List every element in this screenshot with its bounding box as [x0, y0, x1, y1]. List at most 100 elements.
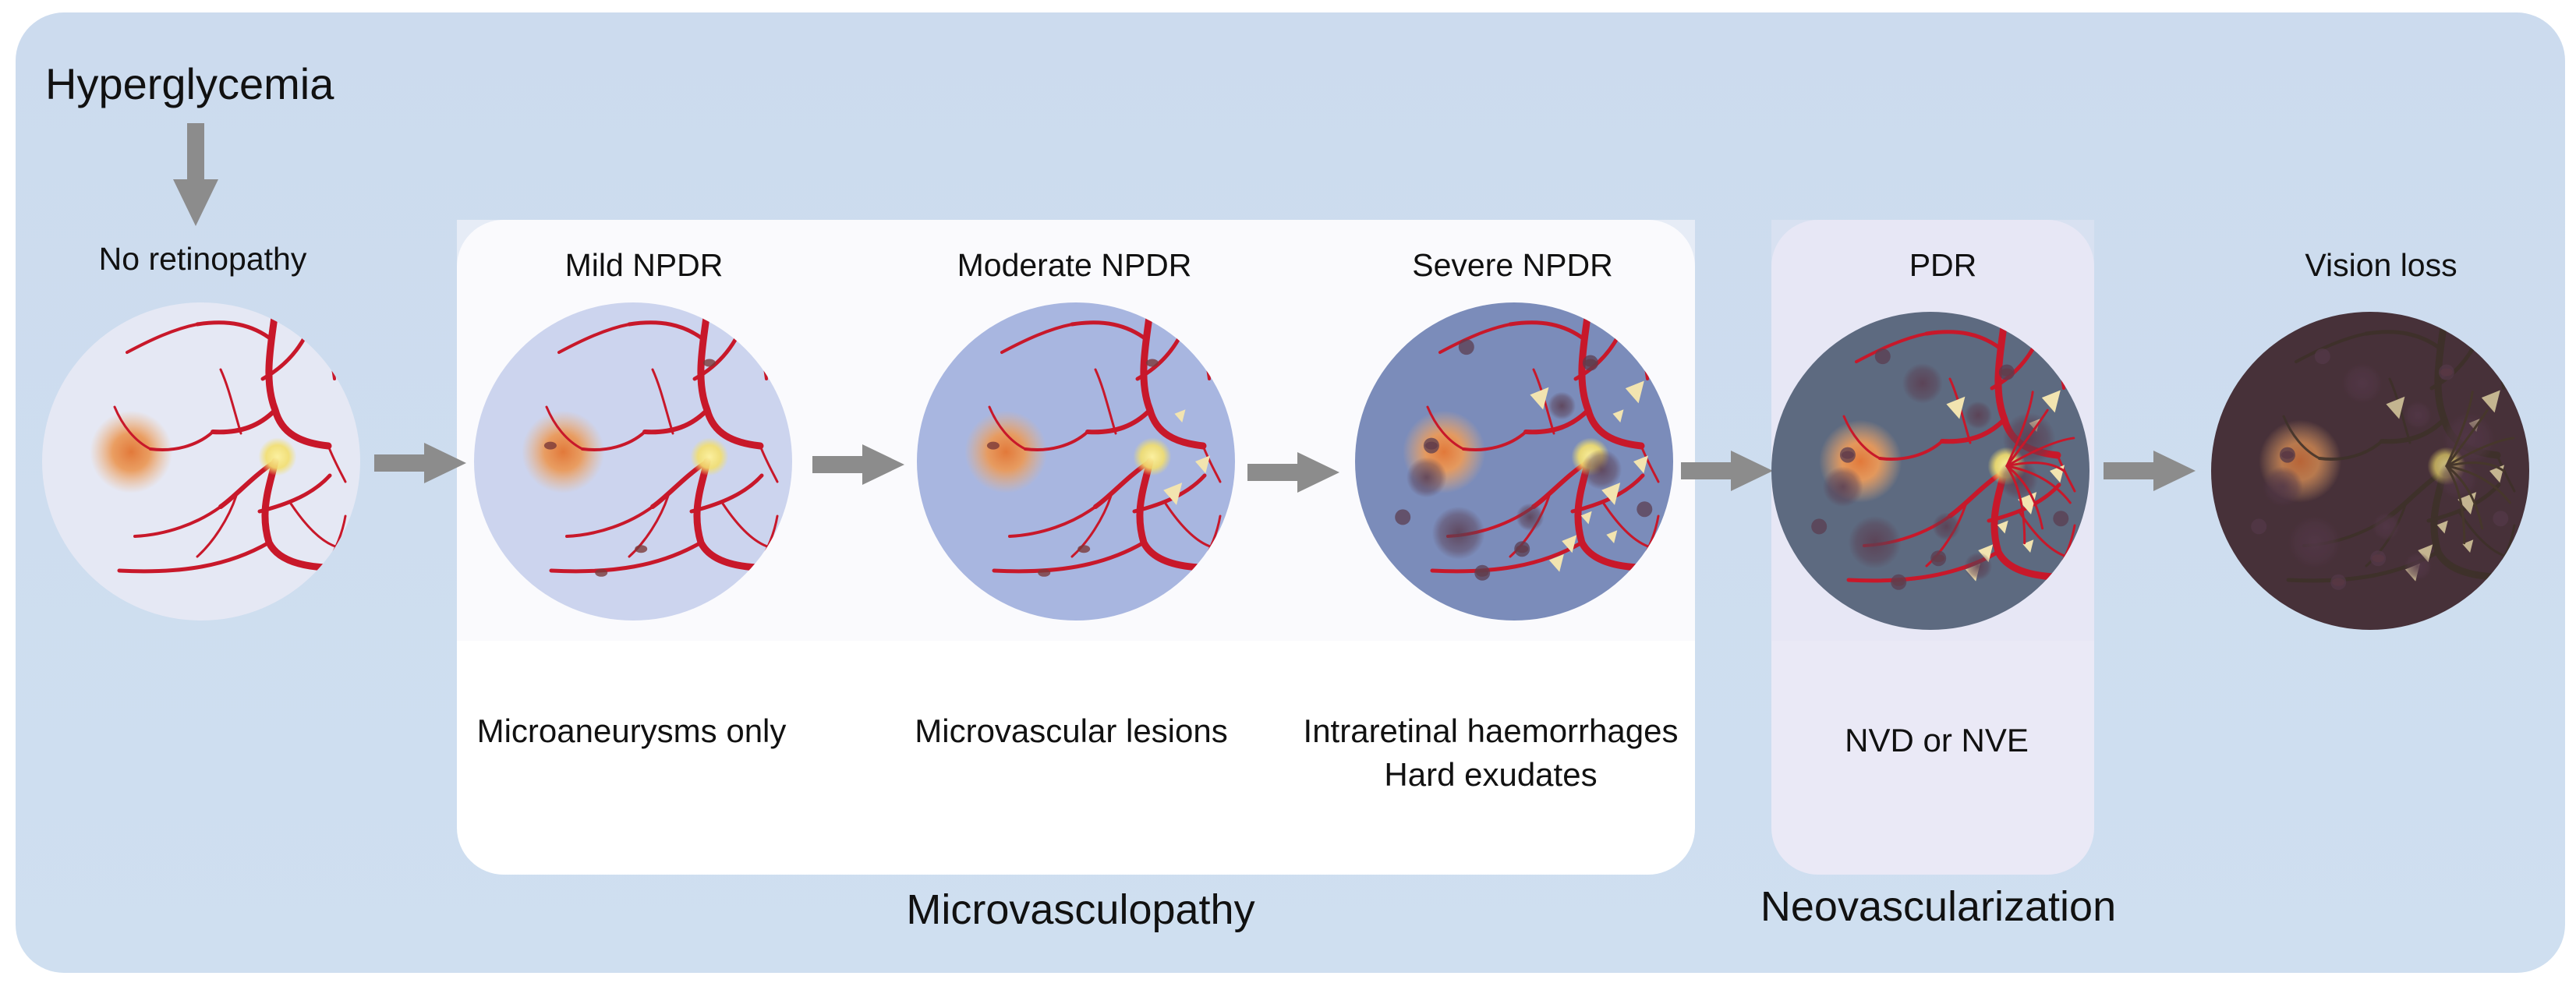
stage-label-severe-npdr: Severe NPDR [1412, 247, 1613, 283]
haemorrhage [1964, 552, 1993, 581]
fundus-disc [917, 302, 1235, 621]
hard-exudate [2041, 390, 2061, 413]
blot-haemorrhage [2370, 550, 2387, 567]
haemorrhage [2372, 512, 2401, 541]
haemorrhage [1848, 515, 1902, 569]
hard-exudate [1530, 387, 1549, 410]
blot-haemorrhage [1582, 355, 1598, 371]
fundus-pdr [1771, 312, 2089, 630]
desc-mild-npdr: Microaneurysms only [477, 709, 787, 753]
haemorrhage [1431, 506, 1485, 560]
optic-disc [258, 437, 297, 476]
new-vessels [2005, 391, 2075, 545]
haemorrhage [2262, 466, 2303, 507]
hard-exudate [1195, 455, 1210, 474]
fundus-mild [474, 302, 792, 621]
haemorrhage [1548, 391, 1576, 420]
blot-haemorrhage [1998, 364, 2015, 380]
blot-haemorrhage [1474, 564, 1491, 581]
desc-severe-npdr: Intraretinal haemorrhages Hard exudates [1304, 709, 1679, 797]
haemorrhage [1964, 401, 1993, 430]
desc-moderate-npdr: Microvascular lesions [915, 709, 1227, 753]
hard-exudate [1625, 380, 1644, 404]
blot-haemorrhage [2314, 348, 2330, 365]
microaneurysm [595, 568, 608, 577]
desc-moderate-line-1: Microvascular lesions [915, 712, 1228, 749]
microaneurysm [1077, 545, 1091, 553]
fundus-disc [42, 302, 360, 621]
blot-haemorrhage [1839, 447, 1856, 463]
group-label-microvasculopathy: Microvasculopathy [906, 886, 1255, 933]
microaneurysm [702, 359, 716, 367]
fundus-disc [1355, 302, 1673, 621]
hard-exudate [1606, 530, 1618, 544]
hard-exudate [1163, 483, 1183, 505]
hard-exudate [1562, 535, 1577, 553]
blot-haemorrhage [1423, 437, 1439, 454]
haemorrhage [2404, 552, 2433, 581]
blot-haemorrhage [2251, 518, 2267, 535]
stage-label-vision-loss: Vision loss [2305, 247, 2457, 283]
fundus-none [42, 302, 360, 621]
optic-disc [690, 437, 729, 476]
microaneurysm [1038, 568, 1051, 577]
blot-haemorrhage [2053, 511, 2069, 527]
blot-haemorrhage [2493, 511, 2509, 527]
haemorrhage [1902, 362, 1943, 404]
blot-haemorrhage [1811, 518, 1828, 535]
blot-haemorrhage [1930, 550, 1947, 567]
haemorrhage [2341, 362, 2383, 404]
microaneurysm [635, 545, 648, 553]
arrow-stage-3 [1247, 452, 1339, 493]
optic-disc [1133, 437, 1172, 476]
fundus-disc [1771, 312, 2089, 630]
fundus-severe [1355, 302, 1673, 621]
hyperglycemia-label: Hyperglycemia [45, 59, 334, 108]
desc-pdr-line-1: NVD or NVE [1845, 722, 2029, 758]
stage-label-no-retinopathy: No retinopathy [98, 241, 307, 277]
hard-exudate [1548, 553, 1564, 572]
blot-haemorrhage [1874, 348, 1891, 365]
microaneurysm [986, 441, 1000, 450]
blot-haemorrhage [2330, 574, 2347, 590]
blot-haemorrhage [1891, 574, 1907, 590]
desc-severe-line-2: Hard exudates [1384, 756, 1598, 793]
fundus-disc [474, 302, 792, 621]
desc-pdr: NVD or NVE [1845, 719, 2029, 762]
vision-loss-overlay [2211, 312, 2529, 630]
arrow-stage-4 [1681, 451, 1773, 491]
hard-exudate [1612, 409, 1624, 423]
blot-haemorrhage [1514, 541, 1530, 557]
arrow-hyperglycemia-down [173, 123, 218, 226]
stage-label-pdr: PDR [1909, 247, 1977, 283]
blot-haemorrhage [1395, 509, 1411, 525]
hard-exudate [1997, 520, 2008, 534]
blot-haemorrhage [2438, 364, 2454, 380]
macula [522, 410, 605, 493]
hard-exudate [2386, 396, 2405, 419]
haemorrhage [1932, 512, 1961, 541]
fundus-loss [2211, 312, 2529, 630]
macula [90, 410, 173, 493]
desc-mild-line-1: Microaneurysms only [476, 712, 787, 749]
haemorrhage [1581, 449, 1622, 490]
hard-exudate [1580, 511, 1592, 525]
group-label-neovascularization: Neovascularization [1760, 883, 2117, 930]
new-vessels [2445, 391, 2515, 545]
blot-haemorrhage [2279, 447, 2295, 463]
hard-exudate [2436, 520, 2448, 534]
arrow-stage-5 [2104, 451, 2196, 491]
hard-exudate [1633, 455, 1648, 474]
desc-severe-line-1: Intraretinal haemorrhages [1303, 712, 1679, 749]
haemorrhage [2288, 515, 2341, 569]
haemorrhage [1406, 457, 1447, 498]
microaneurysm [543, 441, 557, 450]
haemorrhage [1516, 503, 1545, 532]
fundus-moderate [917, 302, 1235, 621]
hard-exudate [1946, 396, 1966, 419]
microaneurysm [1145, 359, 1159, 367]
blot-haemorrhage [1637, 501, 1653, 518]
haemorrhage [1822, 466, 1863, 507]
arrow-stage-1 [374, 443, 466, 483]
arrow-stage-2 [812, 444, 904, 485]
